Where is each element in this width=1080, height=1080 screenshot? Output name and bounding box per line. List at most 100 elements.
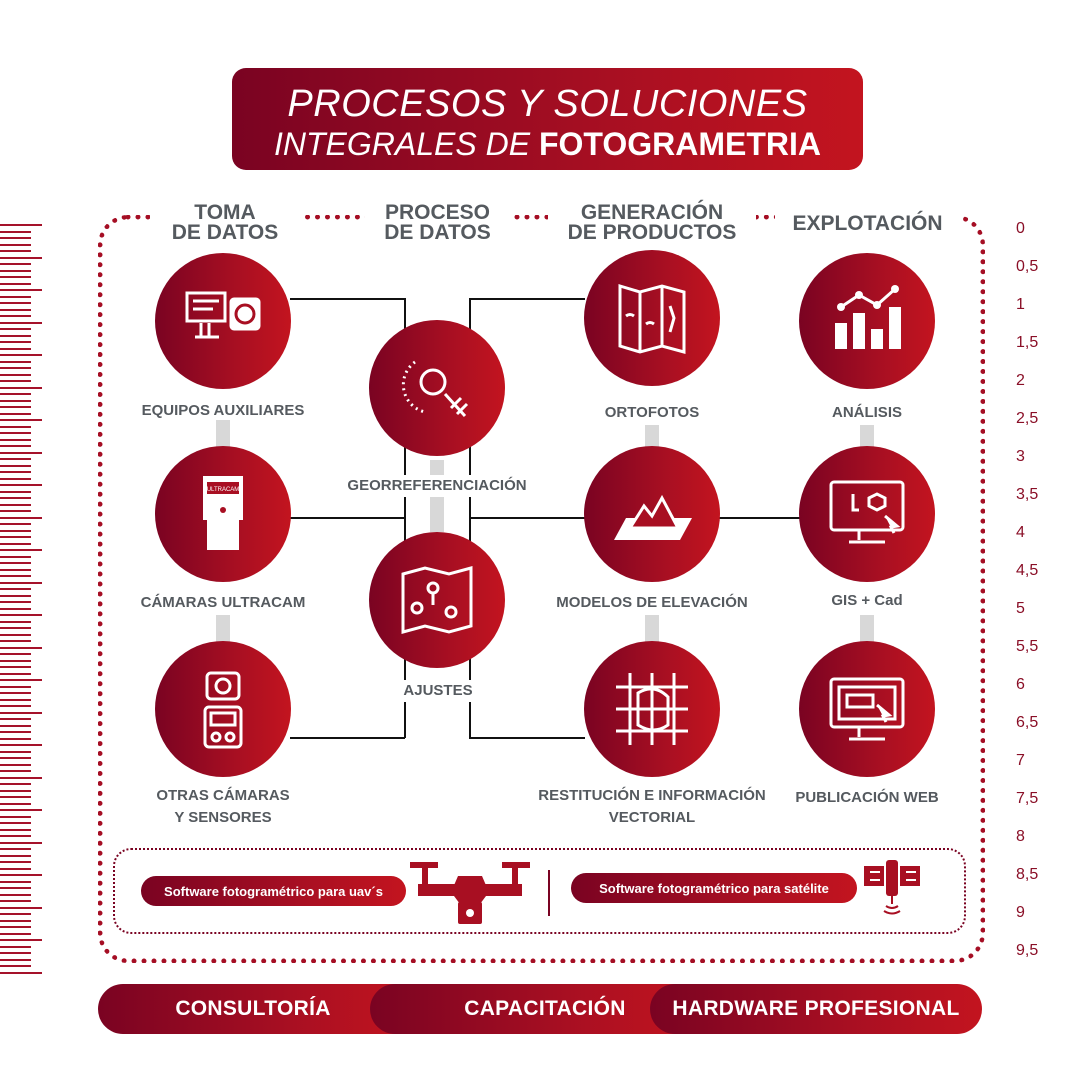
ruler-tick [0,406,31,408]
ruler-tick [0,510,31,512]
ruler-tick [0,802,31,805]
ruler-tick [0,835,31,837]
connector [860,425,874,450]
label-ajustes: AJUSTES [378,680,498,702]
ruler-tick [0,588,31,590]
ruler-tick [0,276,31,278]
ruler-tick [0,796,31,798]
software-uav-pill[interactable]: Software fotogramétrico para uav´s [141,876,406,906]
scale-label: 3,5 [1016,486,1039,503]
ruler-tick [0,373,31,376]
terrain-icon [614,494,692,540]
ortofotos-circle[interactable] [584,250,720,386]
label-georref: GEORREFERENCIACIÓN [317,475,557,497]
ruler-tick [0,601,31,603]
ruler-tick [0,913,31,915]
ruler-tick [0,256,42,259]
ruler-tick [0,757,31,759]
ruler-tick [0,399,31,402]
software-satelite-pill[interactable]: Software fotogramétrico para satélite [571,873,857,903]
ruler-tick [0,627,31,629]
gis-circle[interactable] [799,446,935,582]
ruler-tick [0,367,31,369]
ruler-tick [0,347,31,350]
ruler-tick [0,302,31,304]
ruler-tick [0,269,31,272]
ruler-tick [0,841,42,844]
ruler-tick [0,659,31,662]
ruler-tick [0,594,31,597]
ruler-tick [0,386,42,389]
modelos-circle[interactable] [584,446,720,582]
ruler-tick [0,952,31,954]
ruler-tick [0,633,31,636]
ruler-tick [0,809,42,811]
ruler-tick [0,783,31,785]
scale-label: 5 [1016,600,1025,617]
ruler-tick [0,607,31,610]
label-modelos: MODELOS DE ELEVACIÓN [556,594,748,611]
ruler-tick [0,698,31,701]
sensor-icon [203,671,243,749]
ruler-tick [0,822,31,824]
ruler-tick [0,243,31,246]
georreferenciacion-circle[interactable] [369,320,505,456]
publicacion-circle[interactable] [799,641,935,777]
scale-label: 9,5 [1016,942,1039,959]
label-equipos: EQUIPOS AUXILIARES [141,402,305,419]
scale-label: 8 [1016,828,1025,845]
consultoria-button[interactable]: CONSULTORÍA [98,984,418,1034]
title-banner: PROCESOS Y SOLUCIONES INTEGRALES DE FOTO… [232,68,863,170]
connector [645,615,659,645]
ruler-tick [0,575,31,577]
ruler-tick [0,724,31,727]
scale-label: 1,5 [1016,334,1039,351]
scale-label: 2 [1016,372,1025,389]
hardware-button[interactable]: HARDWARE PROFESIONAL [650,984,982,1034]
ruler-tick [0,549,42,551]
ruler-tick [0,334,31,337]
analisis-circle[interactable] [799,253,935,389]
capacitacion-button[interactable]: CAPACITACIÓN [370,984,700,1034]
ruler-tick [0,893,31,896]
scale-label: 1 [1016,296,1025,313]
ruler-tick [0,282,31,285]
otras-camaras-circle[interactable] [155,641,291,777]
drone-icon [410,862,530,924]
ruler-tick [0,854,31,857]
connector [216,615,230,645]
ruler-tick [0,861,31,863]
restitucion-circle[interactable] [584,641,720,777]
ruler-tick [0,718,31,720]
equipos-circle[interactable] [155,253,291,389]
scale-label: 2,5 [1016,410,1039,427]
map-pins-icon [401,566,473,634]
label-ortofotos: ORTOFOTOS [604,404,700,421]
camaras-circle[interactable]: ULTRACAM [155,446,291,582]
scale-label: 6,5 [1016,714,1039,731]
ruler-tick [0,380,31,382]
ruler-tick [0,614,42,616]
scale-label: 6 [1016,676,1025,693]
scale-label: 8,5 [1016,866,1039,883]
title-bold: FOTOGRAMETRIA [538,126,821,162]
ruler-tick [0,250,31,252]
ruler-tick [0,484,42,486]
ruler-tick [0,224,42,226]
ruler-tick [0,503,31,506]
title-line2: INTEGRALES DE FOTOGRAMETRIA [232,126,863,162]
ruler-tick [0,737,31,740]
ruler-tick [0,750,31,753]
title-prefix: INTEGRALES DE [273,126,539,162]
ruler-tick [0,815,31,818]
scale-label: 5,5 [1016,638,1039,655]
ajustes-circle[interactable] [369,532,505,668]
connector [860,615,874,645]
divider [548,870,550,916]
ruler-tick [0,880,31,883]
bar-chart-icon [835,285,901,349]
